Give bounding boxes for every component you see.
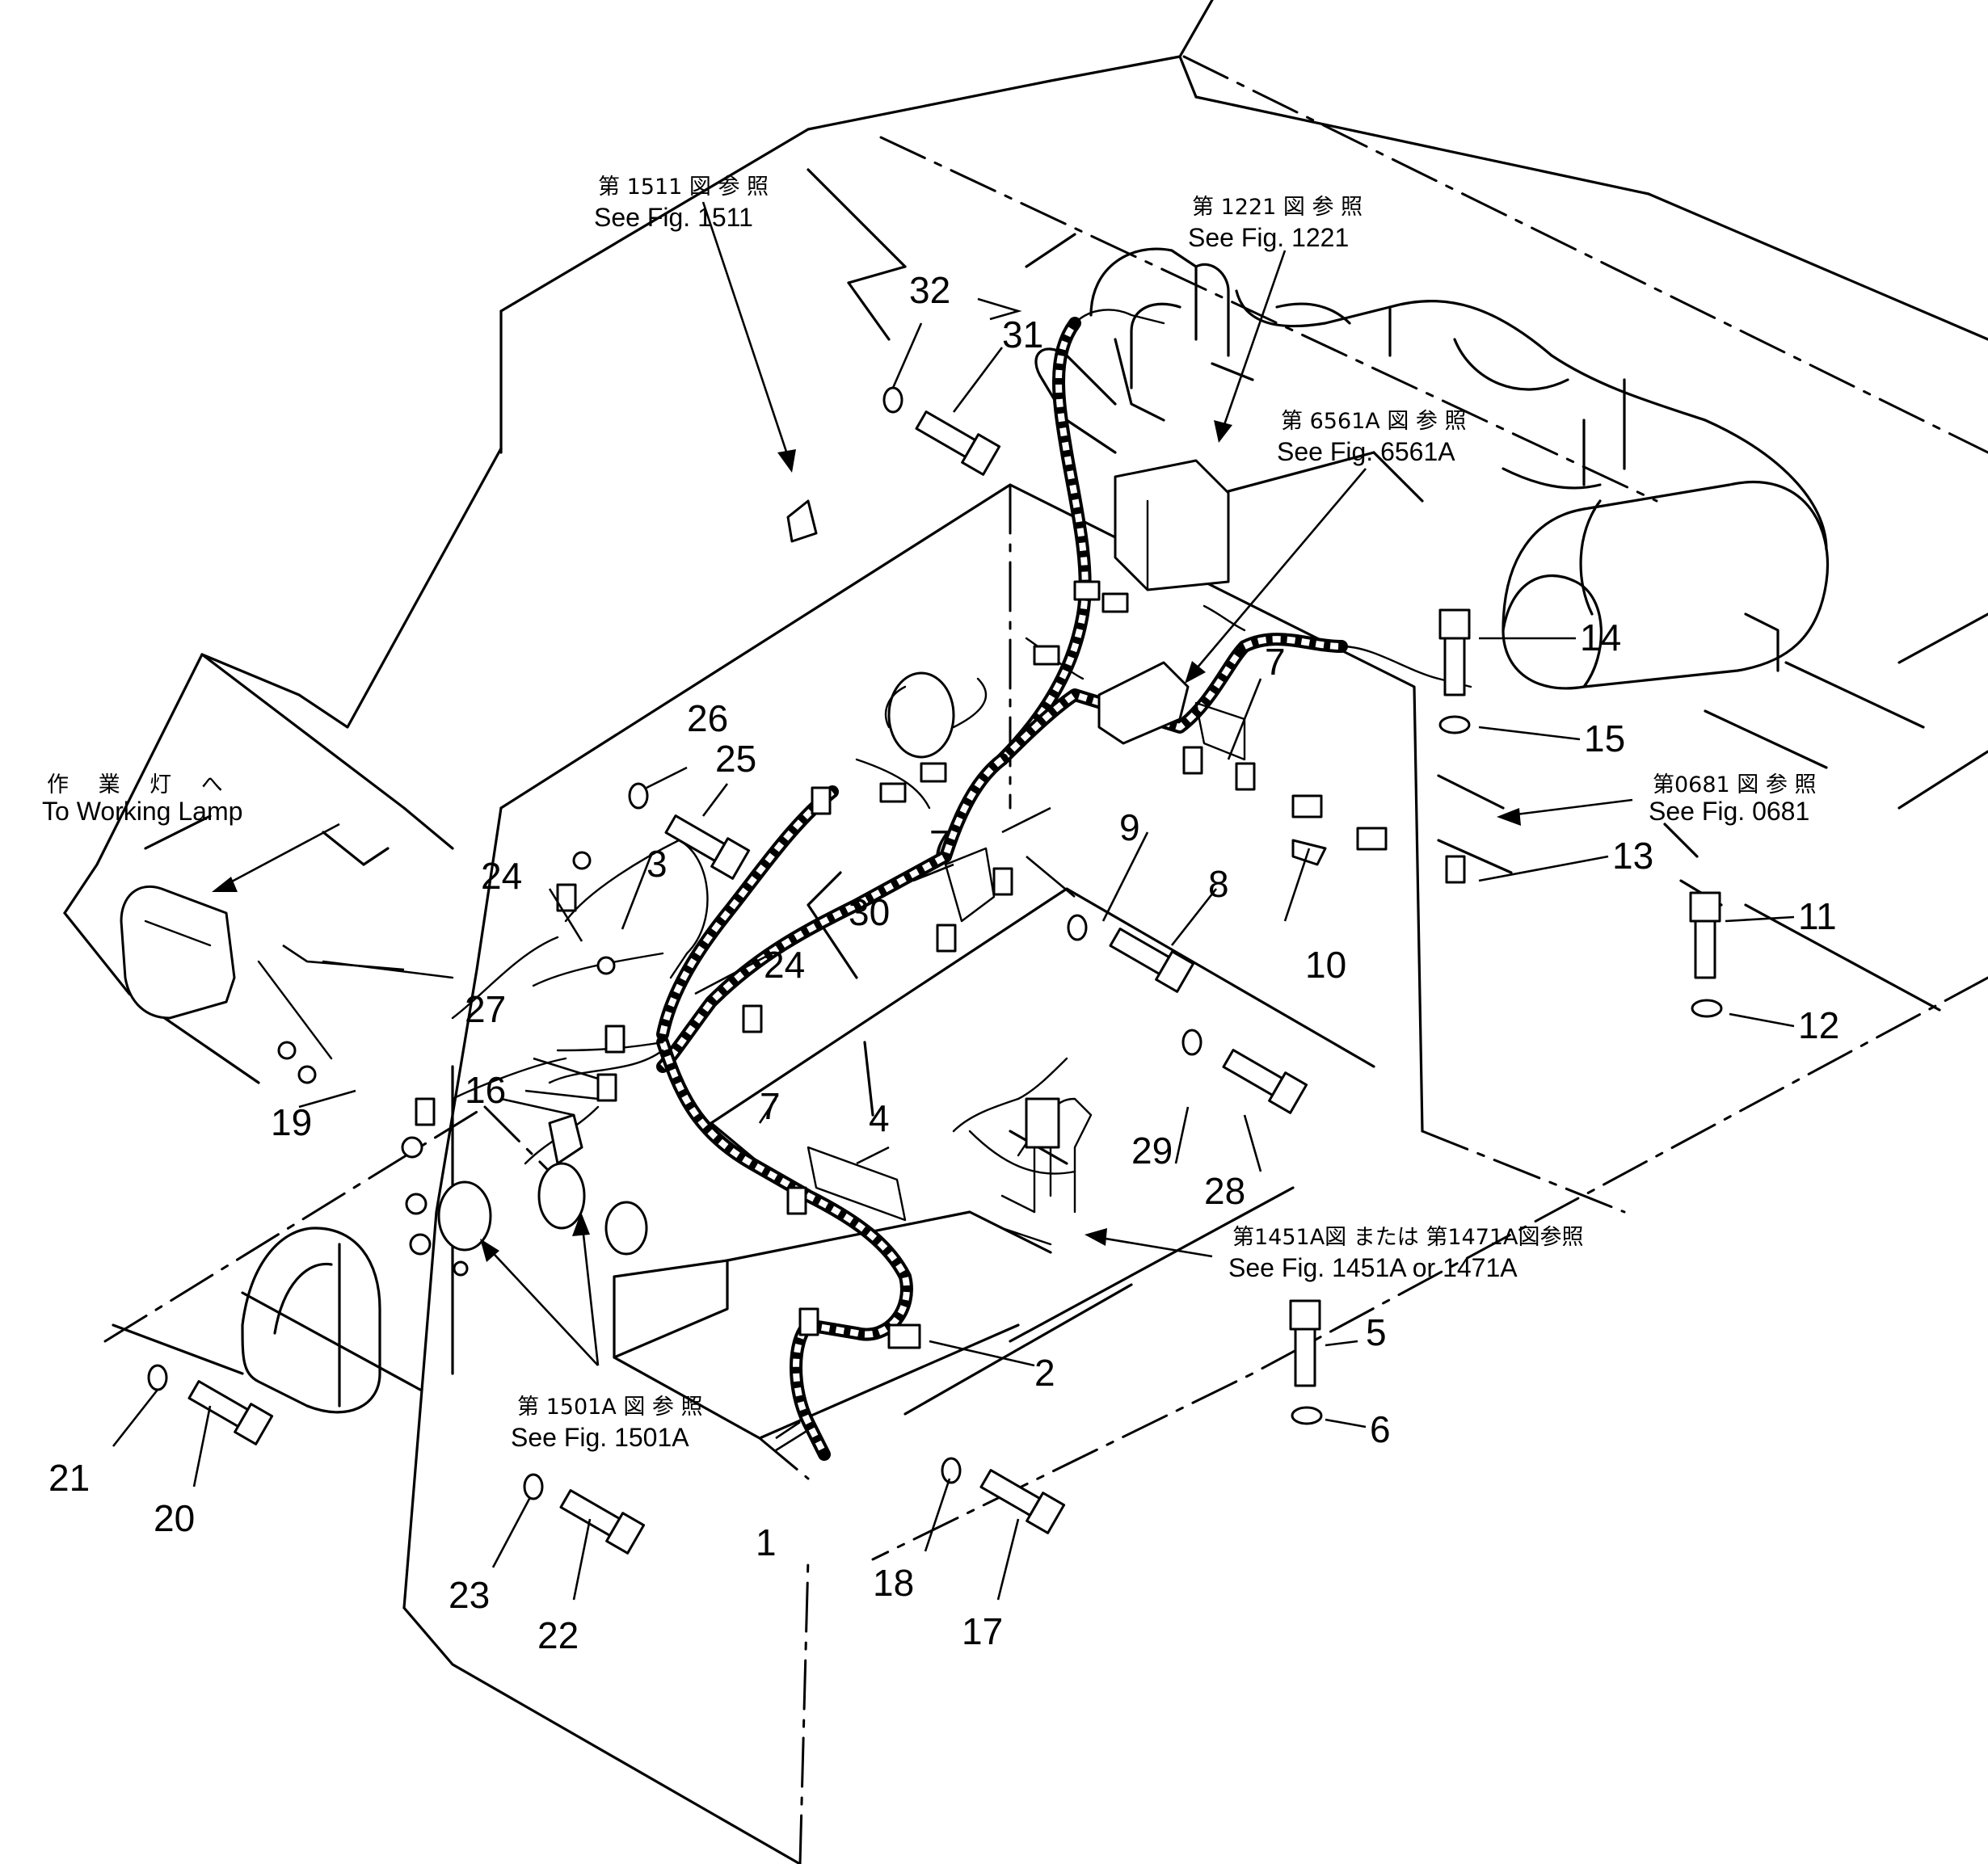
callout-5: 5 bbox=[1366, 1311, 1387, 1353]
bolt-25 bbox=[664, 814, 751, 880]
callout-10: 10 bbox=[1305, 944, 1346, 986]
callout-29: 29 bbox=[1131, 1130, 1173, 1172]
callout-18: 18 bbox=[873, 1562, 914, 1604]
bolt-28 bbox=[1222, 1049, 1308, 1114]
ref-fig1221-jp: 第 1221 図 参 照 bbox=[1192, 195, 1363, 220]
callout-7-mid: 7 bbox=[929, 823, 950, 865]
bolt-20 bbox=[187, 1380, 274, 1445]
bolt-5 bbox=[1289, 1299, 1321, 1387]
callout-32: 32 bbox=[909, 269, 950, 311]
callout-8: 8 bbox=[1208, 863, 1229, 905]
callout-14: 14 bbox=[1580, 616, 1621, 659]
fasteners bbox=[147, 386, 1723, 1555]
callout-25: 25 bbox=[715, 738, 756, 780]
ref-fig1501a-jp: 第 1501A 図 参 照 bbox=[517, 1395, 703, 1420]
ref-fig1511-en: See Fig. 1511 bbox=[594, 203, 753, 232]
ref-fig6561a-jp: 第 6561A 図 参 照 bbox=[1281, 409, 1467, 434]
ref-fig1221-en: See Fig. 1221 bbox=[1188, 223, 1349, 252]
callout-7-top: 7 bbox=[1265, 641, 1286, 683]
washer-15 bbox=[1438, 715, 1471, 734]
ref-fig1451a-en: See Fig. 1451A or 1471A bbox=[1228, 1253, 1518, 1282]
ref-fig1511-jp: 第 1511 図 参 照 bbox=[598, 175, 769, 200]
callout-20: 20 bbox=[154, 1497, 195, 1539]
bolt-14 bbox=[1438, 608, 1471, 696]
callout-31: 31 bbox=[1002, 313, 1043, 356]
callout-labels: 1 2 3 4 5 6 7 7 7 8 9 10 11 12 13 14 15 … bbox=[48, 269, 1839, 1656]
ref-fig6561a-en: See Fig. 6561A bbox=[1277, 437, 1455, 466]
washer-9 bbox=[1067, 914, 1088, 941]
callout-30: 30 bbox=[849, 891, 890, 933]
bolt-31 bbox=[915, 410, 1001, 476]
callout-12: 12 bbox=[1798, 1004, 1839, 1046]
callout-13: 13 bbox=[1612, 835, 1653, 877]
leader-lines bbox=[112, 201, 1795, 1601]
ref-fig1451a-jp: 第1451A図 または 第1471A図参照 bbox=[1232, 1225, 1584, 1250]
callout-3: 3 bbox=[647, 843, 668, 885]
callout-28: 28 bbox=[1204, 1170, 1245, 1212]
washer-21 bbox=[147, 1364, 168, 1391]
callout-24-left: 24 bbox=[481, 855, 522, 897]
callout-27: 27 bbox=[465, 988, 506, 1030]
ref-working-lamp-jp: 作 業 灯 へ bbox=[47, 772, 234, 797]
washer-26 bbox=[628, 782, 649, 810]
reference-notes: 第 1511 図 参 照 See Fig. 1511 第 1221 図 参 照 … bbox=[42, 175, 1816, 1452]
washer-23 bbox=[523, 1473, 544, 1500]
callout-4: 4 bbox=[869, 1097, 890, 1139]
callout-17: 17 bbox=[962, 1610, 1003, 1652]
component-parts bbox=[120, 459, 1466, 1349]
ref-fig1501a-en: See Fig. 1501A bbox=[511, 1423, 689, 1452]
callout-23: 23 bbox=[449, 1574, 490, 1616]
bolt-22 bbox=[559, 1489, 646, 1555]
callout-7-low: 7 bbox=[760, 1085, 781, 1127]
callout-15: 15 bbox=[1584, 717, 1625, 759]
washer-6 bbox=[1291, 1406, 1323, 1425]
callout-24-mid: 24 bbox=[764, 944, 805, 986]
callout-11: 11 bbox=[1798, 895, 1837, 937]
washer-29 bbox=[1181, 1029, 1202, 1056]
callout-21: 21 bbox=[48, 1457, 90, 1499]
callout-6: 6 bbox=[1370, 1408, 1391, 1450]
bolt-8 bbox=[1109, 928, 1195, 993]
ref-fig0681-jp: 第0681 図 参 照 bbox=[1653, 772, 1816, 797]
callout-26: 26 bbox=[687, 697, 728, 739]
bolt-11 bbox=[1689, 891, 1721, 979]
callout-22: 22 bbox=[537, 1614, 579, 1656]
wiring-harness bbox=[656, 317, 1348, 1461]
ref-working-lamp-en: To Working Lamp bbox=[42, 797, 242, 826]
washer-12 bbox=[1691, 999, 1723, 1018]
ref-fig0681-en: See Fig. 0681 bbox=[1649, 797, 1809, 826]
washer-18 bbox=[941, 1457, 962, 1484]
washer-32 bbox=[882, 386, 903, 414]
callout-2: 2 bbox=[1034, 1352, 1055, 1394]
callout-1: 1 bbox=[756, 1521, 777, 1563]
callout-16: 16 bbox=[465, 1069, 506, 1111]
callout-19: 19 bbox=[271, 1101, 312, 1143]
callout-9: 9 bbox=[1119, 806, 1140, 848]
bolt-17 bbox=[979, 1469, 1066, 1534]
